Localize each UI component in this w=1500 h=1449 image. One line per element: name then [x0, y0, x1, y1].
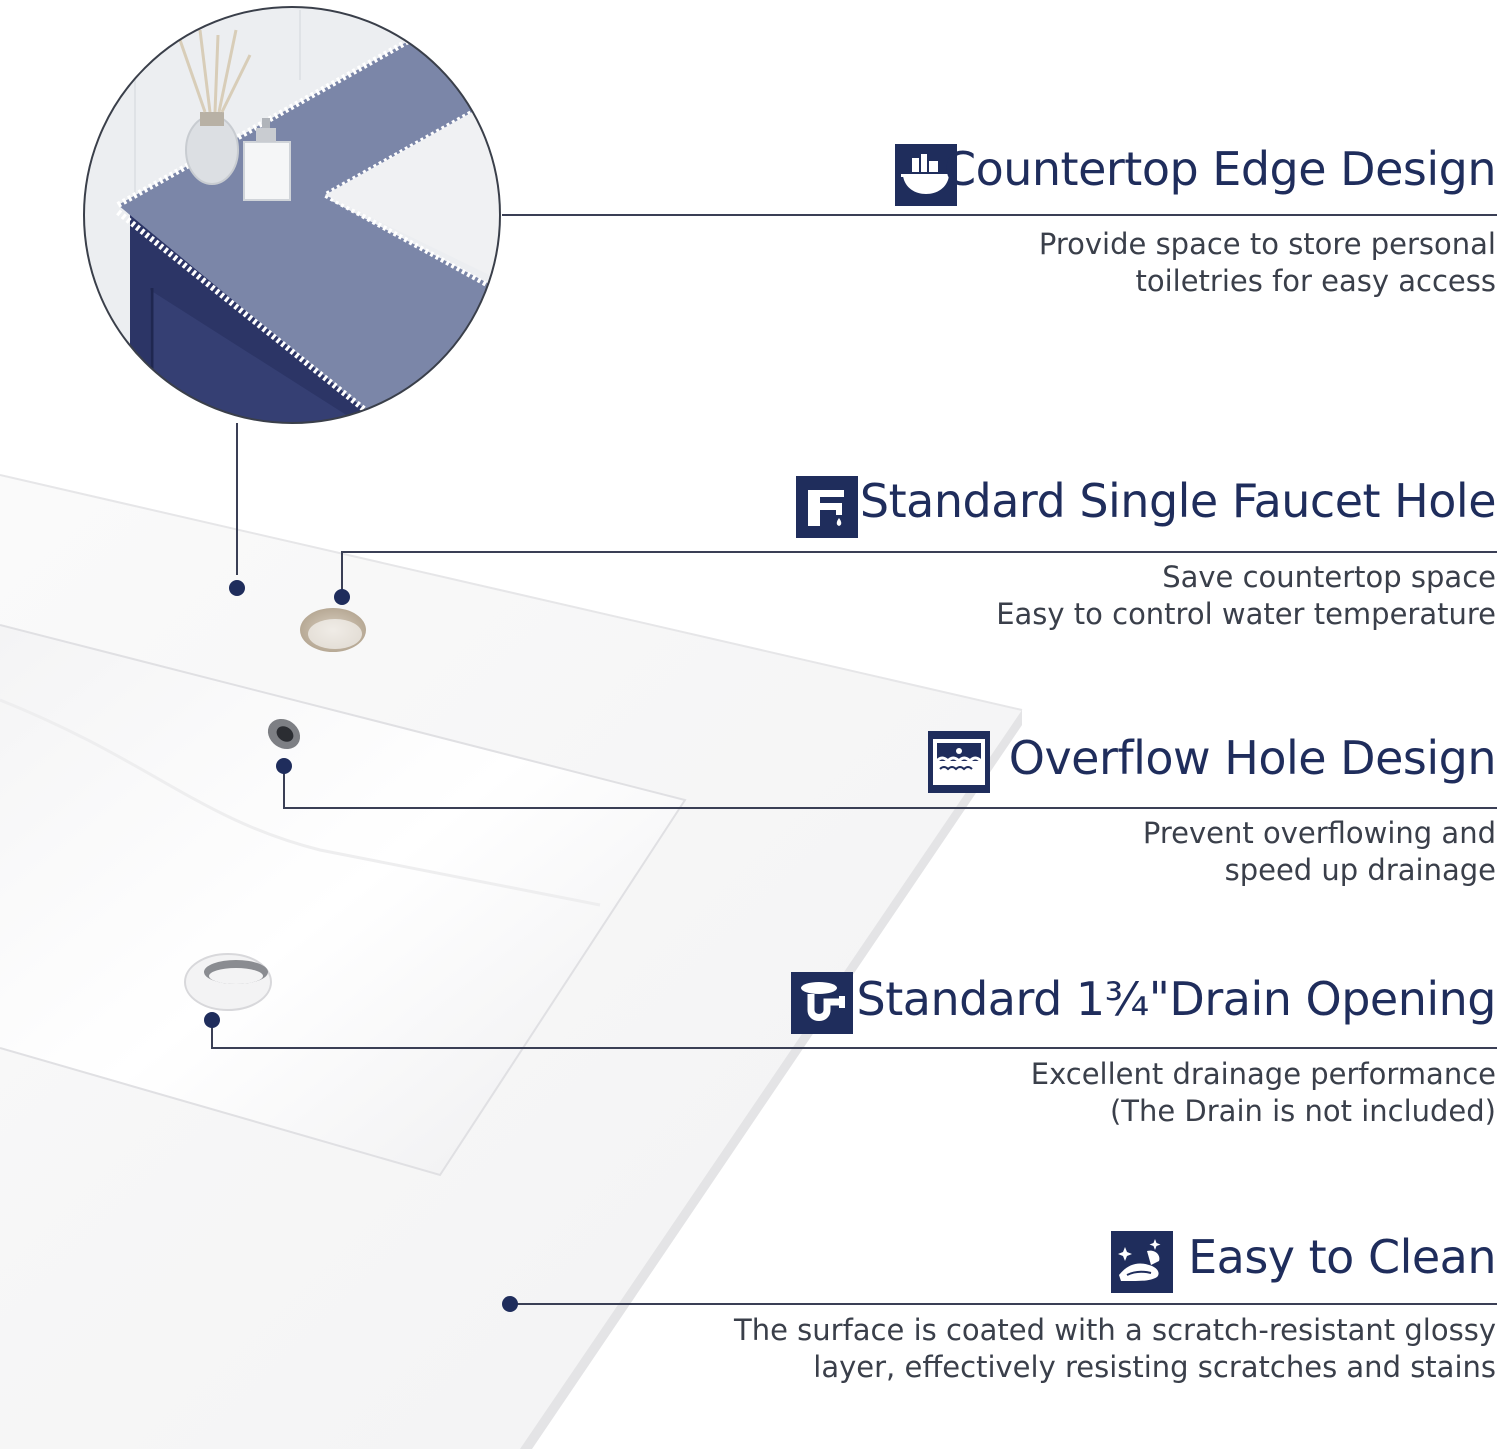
desc-line: Excellent drainage performance [1030, 1057, 1496, 1091]
feature-desc-faucet-hole: Save countertop space Easy to control wa… [996, 559, 1496, 633]
marker-dot [204, 1012, 220, 1028]
feature-desc-countertop-edge: Provide space to store personal toiletri… [1039, 226, 1496, 300]
feature-desc-easy-clean: The surface is coated with a scratch-res… [734, 1312, 1496, 1386]
feature-title-faucet-hole: Standard Single Faucet Hole [859, 474, 1497, 528]
faucet-icon [796, 476, 858, 538]
feature-desc-drain-opening: Excellent drainage performance (The Drai… [1031, 1056, 1496, 1130]
desc-line: The surface is coated with a scratch-res… [734, 1313, 1496, 1347]
feature-title-countertop-edge: Countertop Edge Design [943, 142, 1497, 196]
desc-line: Prevent overflowing and [1142, 816, 1496, 850]
marker-dot [276, 758, 292, 774]
desc-line: Easy to control water temperature [996, 597, 1496, 631]
marker-dot [229, 580, 245, 596]
feature-title-drain-opening: Standard 1¾"Drain Opening [856, 972, 1497, 1026]
desc-line: (The Drain is not included) [1109, 1094, 1496, 1128]
desc-line: speed up drainage [1224, 853, 1496, 887]
drain-hole-shape [184, 953, 272, 1011]
marker-dot [502, 1296, 518, 1312]
overflow-hole-shape [267, 718, 301, 750]
desc-line: layer, effectively resisting scratches a… [813, 1350, 1496, 1384]
feature-title-overflow-hole: Overflow Hole Design [1008, 731, 1497, 785]
marker-dot [334, 589, 350, 605]
leader-lines [204, 214, 1497, 1312]
feature-desc-overflow-hole: Prevent overflowing and speed up drainag… [1143, 815, 1496, 889]
desc-line: Save countertop space [1162, 560, 1496, 594]
overflow-icon [928, 731, 990, 793]
cleaning-hand-icon [1111, 1231, 1173, 1293]
drain-pipe-icon [791, 972, 853, 1034]
faucet-hole-shape [300, 608, 366, 652]
sink-basin [0, 624, 687, 1177]
feature-title-easy-clean: Easy to Clean [1188, 1230, 1496, 1284]
toiletries-icon [895, 144, 957, 206]
countertop-detail-inset [83, 6, 501, 424]
desc-line: toiletries for easy access [1135, 264, 1496, 298]
desc-line: Provide space to store personal [1038, 227, 1496, 261]
